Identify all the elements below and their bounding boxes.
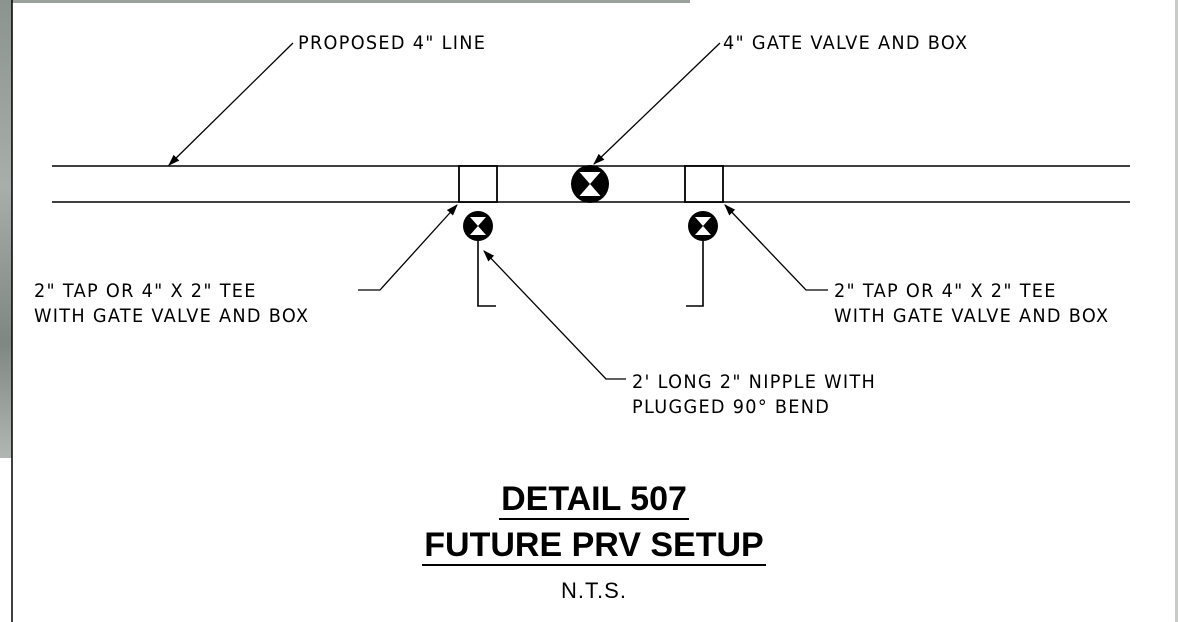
callout-left-tee-line1: 2" TAP OR 4" X 2" TEE [34,280,257,302]
adjacent-sheet-edge-lower [0,458,12,622]
callout-left-tee-line2: WITH GATE VALVE AND BOX [34,305,310,327]
left-nipple-bend [477,241,496,307]
detail-title-block: DETAIL 507 FUTURE PRV SETUP N.T.S. [394,480,794,604]
detail-name: FUTURE PRV SETUP [422,526,766,566]
callout-right-tee-line1: 2" TAP OR 4" X 2" TEE [834,280,1057,302]
gate-valve-symbol [571,165,609,203]
right-tap-valve-symbol [688,211,718,241]
leader-gate-valve [593,42,721,165]
callout-right-tee-line2: WITH GATE VALVE AND BOX [834,305,1110,327]
top-border-strip [12,0,690,3]
callout-gate-valve: 4" GATE VALVE AND BOX [723,32,969,54]
right-border-strip [1175,0,1178,622]
callout-nipple-line2: PLUGGED 90° BEND [632,396,831,418]
left-tap-valve-symbol [463,211,493,241]
left-tee-box [458,165,498,203]
scale-note: N.T.S. [561,578,627,603]
leader-proposed-line [168,42,294,166]
callout-nipple-line1: 2' LONG 2" NIPPLE WITH [632,371,877,393]
detail-number: DETAIL 507 [499,480,689,520]
leader-left-tee [358,204,458,291]
leader-nipple [483,250,626,380]
right-tee-box [684,165,724,203]
leader-right-tee [724,204,828,291]
right-nipple-bend [686,241,704,307]
callout-proposed-line: PROPOSED 4" LINE [298,32,487,54]
